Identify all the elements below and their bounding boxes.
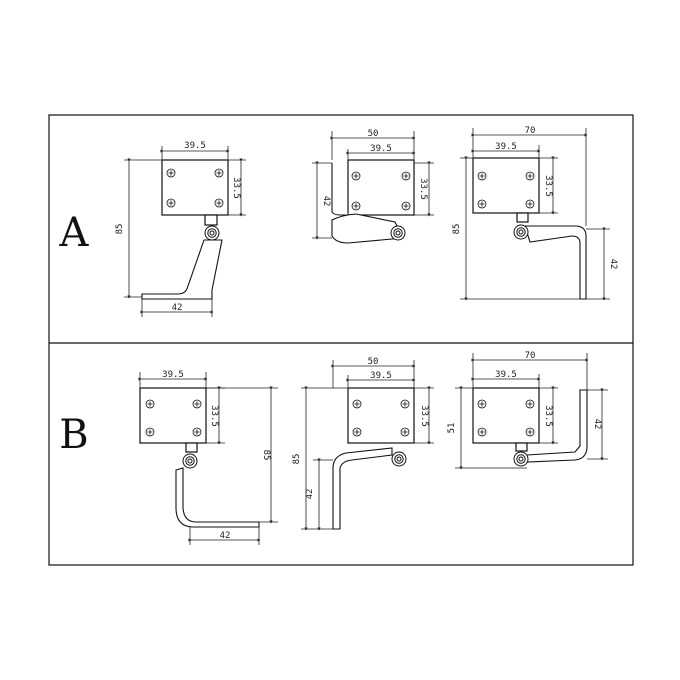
knuckle (515, 442, 528, 452)
dim-overall-width: 50 (368, 129, 379, 139)
hinge-a3: 70 39.5 33.5 85 42 (452, 126, 618, 301)
bent-arm (175, 467, 260, 528)
screw-icon (525, 427, 535, 437)
pivot-icon (390, 225, 406, 241)
dim-arm-height: 42 (592, 419, 602, 430)
pivot-icon (513, 451, 529, 467)
dim-plate-width: 39.5 (162, 370, 184, 380)
dim-foot-length: 42 (220, 531, 231, 541)
dim-plate-width: 39.5 (495, 142, 517, 152)
screw-icon (351, 171, 361, 181)
dim-plate-height: 33.5 (209, 405, 219, 427)
screw-icon (525, 171, 535, 181)
screw-icon (351, 201, 361, 211)
screw-icon (400, 399, 410, 409)
screw-icon (352, 427, 362, 437)
screw-icon (477, 171, 487, 181)
dim-overall-height: 85 (115, 224, 125, 235)
dim-plate-height: 33.5 (543, 405, 553, 427)
hinge-b1: 39.5 33.5 85 42 (138, 370, 278, 545)
dim-arm-height: 42 (608, 259, 618, 270)
dim-foot-length: 42 (172, 303, 183, 313)
hinge-b3: 70 39.5 33.5 51 42 (447, 351, 608, 470)
bent-arm (332, 447, 393, 530)
bent-arm (141, 239, 223, 300)
dim-plate-height: 33.5 (231, 177, 241, 199)
dim-plate-width: 39.5 (370, 144, 392, 154)
screw-icon (145, 427, 155, 437)
dim-plate-width: 39.5 (370, 371, 392, 381)
dim-overall-height: 51 (447, 423, 457, 434)
dim-overall-width: 70 (525, 351, 536, 361)
screw-icon (401, 171, 411, 181)
screw-icon (166, 168, 176, 178)
pivot-icon (513, 224, 529, 240)
knuckle (185, 442, 198, 453)
pivot-icon (182, 453, 198, 469)
dim-arm-height: 42 (305, 489, 315, 500)
screw-icon (352, 399, 362, 409)
knuckle (204, 214, 218, 226)
dim-plate-height: 33.5 (418, 178, 428, 200)
bent-arm (526, 389, 588, 463)
hinge-b2: 50 39.5 33.5 85 42 (292, 357, 434, 531)
dim-overall-height: 85 (292, 454, 302, 465)
screw-icon (166, 198, 176, 208)
screw-icon (401, 201, 411, 211)
dim-plate-height: 33.5 (543, 175, 553, 197)
screw-icon (214, 198, 224, 208)
screw-icon (145, 399, 155, 409)
screw-icon (214, 168, 224, 178)
screw-icon (525, 199, 535, 209)
row-label-a: A (59, 210, 90, 256)
screw-icon (192, 427, 202, 437)
screw-icon (400, 427, 410, 437)
screw-icon (525, 399, 535, 409)
dim-plate-height: 33.5 (419, 405, 429, 427)
dim-overall-width: 70 (525, 126, 536, 136)
screw-icon (192, 399, 202, 409)
dim-plate-width: 39.5 (184, 141, 206, 151)
dim-plate-width: 39.5 (495, 370, 517, 380)
dim-overall-height: 85 (452, 224, 462, 235)
screw-icon (477, 199, 487, 209)
pivot-icon (204, 225, 220, 241)
bent-arm (524, 225, 587, 300)
pivot-icon (391, 451, 407, 467)
outer-frame (48, 114, 634, 566)
hinge-a2: 50 39.5 33.5 42 (312, 129, 434, 244)
dim-overall-height: 85 (261, 450, 271, 461)
screw-icon (477, 427, 487, 437)
hinge-a1: 39.5 33.5 85 42 (115, 141, 246, 317)
row-label-b: B (59, 412, 88, 458)
dim-arm-height: 42 (321, 196, 331, 207)
knuckle (516, 212, 529, 223)
dim-overall-width: 50 (368, 357, 379, 367)
screw-icon (477, 399, 487, 409)
